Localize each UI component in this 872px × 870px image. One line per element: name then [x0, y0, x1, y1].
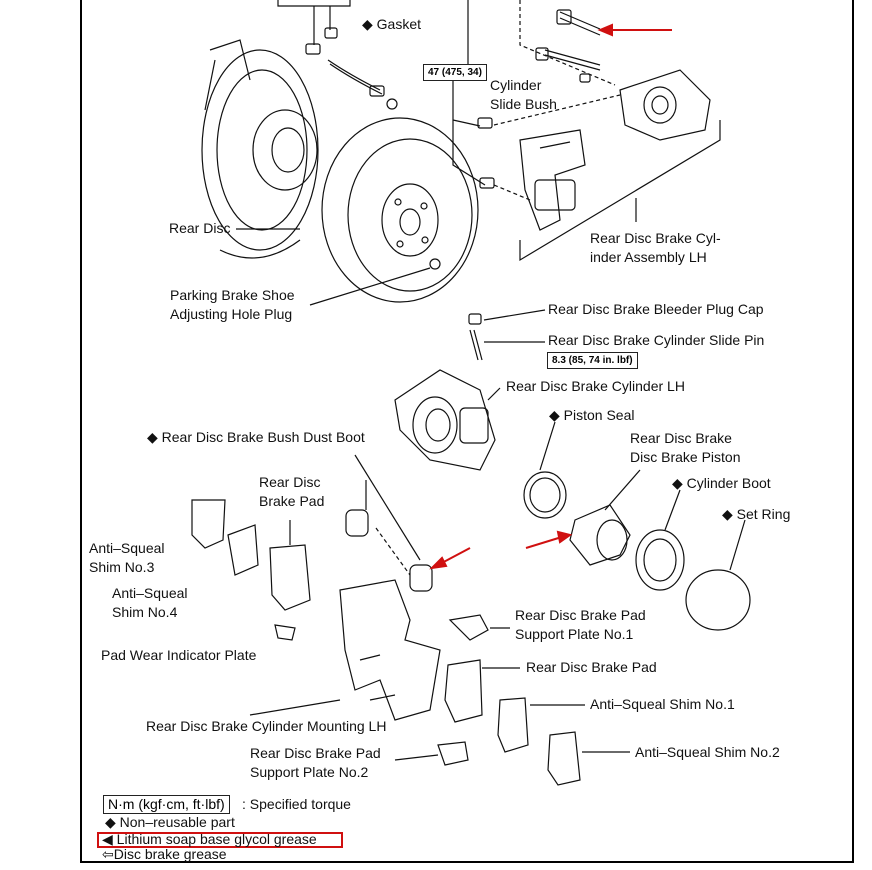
torque-box-8-3: 8.3 (85, 74 in. lbf) [547, 352, 638, 369]
inner-pad-part [269, 544, 311, 611]
caliper-cylinder-lh [394, 309, 546, 471]
filled-arrow-icon: ◀ [102, 831, 113, 847]
shim-no4-part [227, 524, 259, 576]
page-frame-right [852, 0, 854, 862]
label-piston-seal: ◆ Piston Seal [549, 407, 635, 423]
legend-torque-unit: N·m (kgf·cm, ft·lbf) [103, 795, 230, 814]
label-bush-dust-boot: ◆ Rear Disc Brake Bush Dust Boot [147, 429, 365, 445]
legend-lithium-grease-row: ◀ Lithium soap base glycol grease [102, 830, 317, 849]
label-cylinder-assembly-lh: Rear Disc Brake Cyl- inder Assembly LH [590, 230, 721, 265]
label-rear-disc-brake-pad-upper: Rear Disc Brake Pad [259, 474, 325, 509]
shim-no2-part [547, 731, 581, 786]
legend-disc-grease-row: ⇦Disc brake grease [102, 845, 227, 864]
top-torque-box [277, 0, 351, 7]
red-arrowhead-boot [429, 556, 448, 570]
label-gasket: ◆ Gasket [362, 16, 422, 32]
page-frame-bottom [80, 861, 854, 863]
legend-torque-desc: : Specified torque [242, 796, 351, 812]
adjusting-hole-plug-part [429, 258, 441, 270]
label-pad-wear-indicator: Pad Wear Indicator Plate [101, 647, 257, 663]
hollow-arrow-icon: ⇦ [102, 846, 114, 862]
label-cylinder-slide-pin: Rear Disc Brake Cylinder Slide Pin [548, 332, 765, 348]
label-cylinder-boot: ◆ Cylinder Boot [672, 475, 771, 491]
legend-non-reusable: ◆ Non–reusable part [105, 814, 235, 830]
legend-highlight-box [97, 832, 343, 848]
legend-disc-brake-grease: Disc brake grease [113, 846, 227, 862]
shim-no1-part [497, 697, 529, 753]
label-parking-brake-plug: Parking Brake Shoe Adjusting Hole Plug [170, 287, 295, 322]
label-cylinder-lh: Rear Disc Brake Cylinder LH [506, 378, 685, 394]
upper-caliper-assembly [467, 0, 721, 262]
cylinder-boot-part [635, 489, 685, 591]
outer-pad-part [444, 659, 483, 723]
label-cylinder-mounting-lh: Rear Disc Brake Cylinder Mounting LH [146, 718, 387, 734]
bush-dust-boots [345, 454, 433, 592]
label-support-plate-no2: Rear Disc Brake Pad Support Plate No.2 [250, 745, 381, 780]
label-shim-no4: Anti–Squeal Shim No.4 [112, 585, 188, 620]
label-bleeder-plug-cap: Rear Disc Brake Bleeder Plug Cap [548, 301, 764, 317]
label-shim-no1: Anti–Squeal Shim No.1 [590, 696, 735, 712]
red-arrowhead-top [597, 23, 613, 37]
label-support-plate-no1: Rear Disc Brake Pad Support Plate No.1 [515, 607, 646, 642]
legend-lithium-grease: Lithium soap base glycol grease [116, 831, 317, 847]
piston-seal-part [523, 421, 567, 519]
hub-backing-plate [201, 39, 319, 259]
red-arrowhead-piston [556, 530, 573, 544]
set-ring-part [685, 519, 751, 631]
shim-no3-part [191, 499, 226, 549]
label-cylinder-slide-bush: Cylinder Slide Bush [490, 77, 557, 112]
support-plate-no1-part [448, 614, 489, 641]
label-set-ring: ◆ Set Ring [722, 506, 791, 522]
torque-box-47: 47 (475, 34) [423, 64, 487, 81]
label-rear-disc-brake-pad-lower: Rear Disc Brake Pad [526, 659, 657, 675]
label-shim-no2: Anti–Squeal Shim No.2 [635, 744, 780, 760]
brake-hose-bolts [305, 27, 398, 110]
label-disc-brake-piston: Rear Disc Brake Disc Brake Piston [630, 430, 741, 465]
piston-part [569, 469, 641, 566]
rear-disc-rotor [321, 117, 479, 303]
support-plate-no2-part [437, 741, 469, 766]
page-frame-left [80, 0, 82, 862]
label-shim-no3: Anti–Squeal Shim No.3 [89, 540, 165, 575]
label-rear-disc: Rear Disc [169, 220, 231, 236]
wear-indicator-part [274, 624, 296, 641]
cylinder-mounting-part [249, 579, 441, 721]
